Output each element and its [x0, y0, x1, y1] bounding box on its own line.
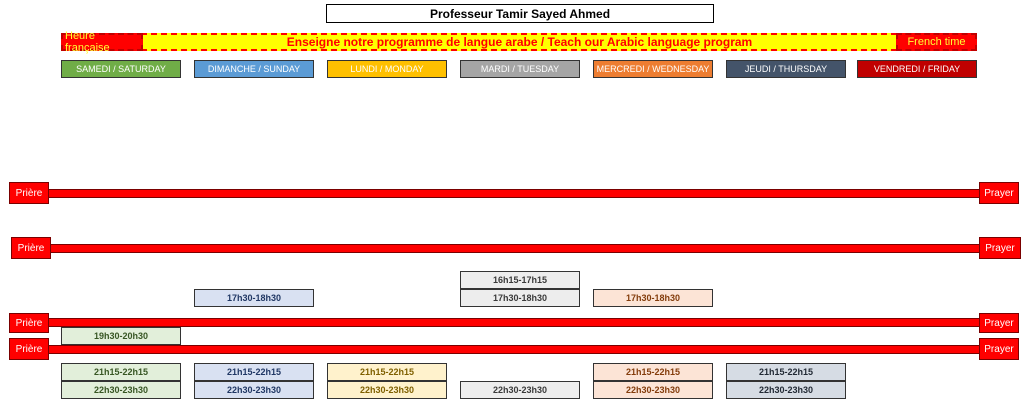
prayer-label: Prière [9, 338, 49, 360]
day-header-tuesday: MARDI / TUESDAY [460, 60, 580, 78]
slot-wednesday: 17h30-18h30 [593, 289, 713, 307]
prayer-label: Prière [9, 313, 49, 333]
slot-wednesday: 22h30-23h30 [593, 381, 713, 399]
slot-saturday: 19h30-20h30 [61, 327, 181, 345]
prayer-label: Prière [9, 182, 49, 204]
program-banner-text: Enseigne notre programme de langue arabe… [286, 35, 753, 49]
slot-sunday: 22h30-23h30 [194, 381, 314, 399]
slot-monday: 22h30-23h30 [327, 381, 447, 399]
slot-thursday: 21h15-22h15 [726, 363, 846, 381]
day-header-monday: LUNDI / MONDAY [327, 60, 447, 78]
prayer-band [48, 345, 980, 354]
slot-wednesday: 21h15-22h15 [593, 363, 713, 381]
prayer-label-en: Prayer [979, 313, 1019, 333]
slot-sunday: 21h15-22h15 [194, 363, 314, 381]
french-time-label: Heure française [61, 30, 143, 54]
prayer-label-en: Prayer [979, 338, 1019, 360]
day-header-friday: VENDREDI / FRIDAY [857, 60, 977, 78]
prayer-label-en: Prayer [979, 182, 1019, 204]
day-header-sunday: DIMANCHE / SUNDAY [194, 60, 314, 78]
slot-tuesday: 16h15-17h15 [460, 271, 580, 289]
slot-saturday: 22h30-23h30 [61, 381, 181, 399]
slot-saturday: 21h15-22h15 [61, 363, 181, 381]
slot-thursday: 22h30-23h30 [726, 381, 846, 399]
prayer-label-en: Prayer [979, 237, 1021, 259]
slot-monday: 21h15-22h15 [327, 363, 447, 381]
prayer-label: Prière [11, 237, 51, 259]
slot-tuesday: 22h30-23h30 [460, 381, 580, 399]
slot-tuesday: 17h30-18h30 [460, 289, 580, 307]
prayer-band [48, 318, 980, 327]
slot-sunday: 17h30-18h30 [194, 289, 314, 307]
day-header-saturday: SAMEDI / SATURDAY [61, 60, 181, 78]
day-header-wednesday: MERCREDI / WEDNESDAY [593, 60, 713, 78]
page-title: Professeur Tamir Sayed Ahmed [326, 4, 714, 23]
french-time-label-en: French time [896, 33, 977, 51]
prayer-band [48, 189, 980, 198]
day-header-thursday: JEUDI / THURSDAY [726, 60, 846, 78]
prayer-band [48, 244, 980, 253]
